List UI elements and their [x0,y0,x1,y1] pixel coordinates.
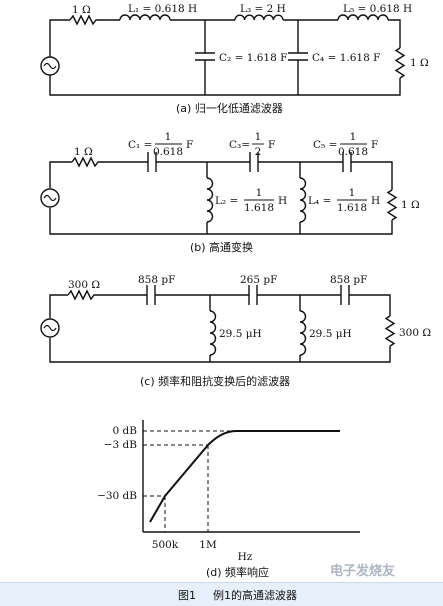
label-l3: L₃ = 2 H [240,3,286,15]
circuit-c: 300 Ω 858 pF 265 pF 858 pF 29.5 μH 29.5 … [40,274,431,388]
c5-den: 0.618 [338,146,368,158]
y-tick-minus30db: −30 dB [97,490,137,502]
watermark: 电子发烧友 [330,564,396,579]
capacitor-c5 [340,285,350,305]
y-tick-0db: 0 dB [113,425,138,437]
label-c4: C₄ = 1.618 F [312,52,380,64]
capacitor-c4 [288,52,308,61]
capacitor-c1 [147,152,157,172]
ac-source [40,56,60,76]
caption-a: (a) 归一化低通滤波器 [176,101,283,115]
c3-den: 2 [255,146,262,158]
label-r-load: 1 Ω [410,57,429,69]
c3-num: 1 [255,131,262,143]
c3-prefix: C₃= [229,139,250,151]
caption-b: (b) 高通变换 [190,240,253,254]
chart-frequency-response: 0 dB −3 dB −30 dB 500k 1M Hz (d) 频率响应 [97,420,360,579]
label-l4: 29.5 μH [309,328,352,340]
l2-den: 1.618 [244,202,274,214]
circuit-b: 1 Ω C₁ = 1 0.618 F C₃= 1 2 F C₅ = 1 0.61… [40,131,420,254]
capacitor-c5 [342,152,352,172]
inductor-l4 [299,310,307,356]
source-resistor [69,14,98,26]
inductor-l2 [206,177,214,223]
l2-num: 1 [256,187,263,199]
inductor-l4 [299,177,307,223]
response-curve [149,430,340,523]
inductor-l5 [337,14,389,21]
l4-unit: H [371,195,380,207]
l4-num: 1 [349,187,356,199]
figure-number: 图1 [178,589,196,602]
c1-den: 0.618 [153,146,183,158]
label-c1: 858 pF [138,274,175,286]
label-c1: C₁ = 1 0.618 F [128,131,193,158]
inductor-l1 [119,14,171,21]
figure-footer: 图1 例1的高通滤波器 [0,582,443,606]
label-r-source: 1 Ω [72,4,91,16]
label-c5: C₅ = 1 0.618 F [313,131,378,158]
circuit-a: 1 Ω L₁ = 0.618 H L₃ = 2 H L₅ = 0.618 H C… [40,3,429,115]
label-l5: L₅ = 0.618 H [343,3,412,15]
label-r-source: 1 Ω [74,146,93,158]
x-tick-1m: 1M [199,539,217,551]
label-l2: L₂ = 1 1.618 H [215,187,287,214]
c1-num: 1 [165,131,172,143]
capacitor-c3 [249,152,259,172]
x-tick-500k: 500k [152,539,179,551]
inductor-l2 [209,310,217,356]
c1-prefix: C₁ = [128,139,152,151]
label-c5: 858 pF [330,274,367,286]
ac-source [40,188,60,208]
label-l4: L₄ = 1 1.618 H [308,187,380,214]
label-r-source: 300 Ω [68,279,100,291]
source-resistor [71,156,100,168]
l2-unit: H [278,195,287,207]
label-c2: C₂ = 1.618 F [219,52,287,64]
l2-prefix: L₂ = [215,195,238,207]
capacitor-c3 [248,285,258,305]
c3-unit: F [268,139,275,151]
label-r-load: 1 Ω [401,199,420,211]
source-resistor [67,289,96,301]
label-l1: L₁ = 0.618 H [128,3,197,15]
l4-prefix: L₄ = [308,195,331,207]
c1-unit: F [186,139,193,151]
c5-num: 1 [350,131,357,143]
ac-source [40,318,60,338]
caption-d: (d) 频率响应 [206,565,269,579]
load-resistor [394,47,406,79]
load-resistor [384,315,396,347]
l4-den: 1.618 [337,202,367,214]
inductor-l3 [234,14,284,21]
c5-prefix: C₅ = [313,139,337,151]
load-resistor [386,189,398,221]
capacitor-c1 [146,285,156,305]
y-tick-minus3db: −3 dB [104,439,138,451]
label-r-load: 300 Ω [399,327,431,339]
capacitor-c2 [195,52,215,61]
label-c3: 265 pF [240,274,277,286]
figure-canvas: 1 Ω L₁ = 0.618 H L₃ = 2 H L₅ = 0.618 H C… [40,3,431,579]
caption-c: (c) 频率和阻抗变换后的滤波器 [140,374,290,388]
figure-title: 例1的高通滤波器 [213,589,297,602]
c5-unit: F [371,139,378,151]
label-c3: C₃= 1 2 F [229,131,275,158]
label-l2: 29.5 μH [219,328,262,340]
x-axis-label: Hz [238,551,253,563]
